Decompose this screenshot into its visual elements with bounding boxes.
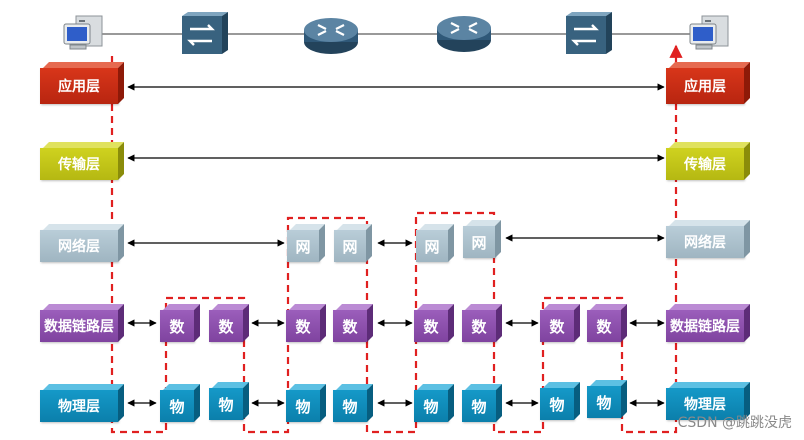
switch-2	[564, 12, 612, 56]
router1-physical-out: 物	[333, 384, 373, 422]
layer-abbrev: 物	[295, 397, 311, 416]
destination-computer	[688, 14, 732, 52]
router-2	[435, 12, 493, 54]
layer-abbrev: 网	[471, 233, 487, 252]
layer-label: 网络层	[684, 235, 726, 251]
layer-abbrev: 物	[342, 397, 358, 416]
layer-label: 传输层	[58, 157, 100, 173]
layer-abbrev: 网	[295, 237, 311, 256]
layer-abbrev: 网	[424, 237, 440, 256]
source-application-layer: 应用层	[40, 62, 124, 104]
layer-abbrev: 数	[471, 317, 487, 336]
layer-abbrev: 数	[596, 317, 612, 336]
computer-icon	[689, 15, 729, 50]
switch2-datalink-out: 数	[587, 304, 627, 342]
dest-transport-layer: 传输层	[666, 142, 750, 180]
watermark: CSDN @跳跳没虎	[677, 415, 792, 431]
layer-abbrev: 数	[423, 317, 439, 336]
switch-icon	[566, 12, 612, 54]
layer-abbrev: 物	[596, 393, 612, 412]
layer-label: 传输层	[684, 157, 726, 173]
layer-abbrev: 数	[295, 317, 311, 336]
layer-label: 数据链路层	[44, 319, 114, 335]
layer-label: 物理层	[58, 399, 100, 415]
router-icon	[304, 18, 358, 54]
layer-abbrev: 物	[169, 397, 185, 416]
layer-abbrev: 物	[218, 395, 234, 414]
router1-datalink-out: 数	[333, 304, 373, 342]
computer-icon	[63, 15, 103, 50]
router2-physical-in: 物	[414, 384, 454, 422]
switch1-physical-out: 物	[209, 382, 249, 420]
layer-label: 物理层	[684, 397, 726, 413]
router2-physical-out: 物	[462, 384, 502, 422]
router2-network-out: 网	[463, 220, 501, 258]
router2-datalink-in: 数	[414, 304, 454, 342]
switch1-datalink-out: 数	[209, 304, 249, 342]
router2-network-in: 网	[416, 224, 454, 262]
router-icon	[437, 16, 491, 52]
source-physical-layer: 物理层	[40, 384, 124, 422]
layer-abbrev: 数	[169, 317, 185, 336]
layer-label: 应用层	[684, 79, 726, 95]
router1-network-out: 网	[334, 224, 372, 262]
layer-abbrev: 物	[549, 395, 565, 414]
layer-label: 应用层	[58, 79, 100, 95]
layer-abbrev: 网	[342, 237, 358, 256]
router1-network-in: 网	[287, 224, 325, 262]
layer-label: 数据链路层	[670, 319, 740, 335]
switch1-physical-in: 物	[160, 384, 200, 422]
router2-datalink-out: 数	[462, 304, 502, 342]
switch2-physical-in: 物	[540, 382, 580, 420]
dest-datalink-layer: 数据链路层	[666, 304, 750, 342]
layer-abbrev: 数	[342, 317, 358, 336]
dest-application-layer: 应用层	[666, 62, 750, 104]
switch1-datalink-in: 数	[160, 304, 200, 342]
source-computer	[62, 14, 106, 52]
layer-abbrev: 数	[218, 317, 234, 336]
source-network-layer: 网络层	[40, 224, 124, 262]
router1-datalink-in: 数	[286, 304, 326, 342]
switch-icon	[182, 12, 228, 54]
source-datalink-layer: 数据链路层	[40, 304, 124, 342]
layer-label: 网络层	[58, 239, 100, 255]
switch2-physical-out: 物	[587, 380, 627, 418]
source-transport-layer: 传输层	[40, 142, 124, 180]
layer-abbrev: 数	[549, 317, 565, 336]
dest-physical-layer: 物理层	[666, 382, 750, 420]
switch-1	[180, 12, 228, 56]
switch2-datalink-in: 数	[540, 304, 580, 342]
data-flow-path	[110, 44, 683, 434]
layer-abbrev: 物	[471, 397, 487, 416]
router-1	[302, 14, 360, 56]
router1-physical-in: 物	[286, 384, 326, 422]
dest-network-layer: 网络层	[666, 220, 750, 258]
layer-abbrev: 物	[423, 397, 439, 416]
